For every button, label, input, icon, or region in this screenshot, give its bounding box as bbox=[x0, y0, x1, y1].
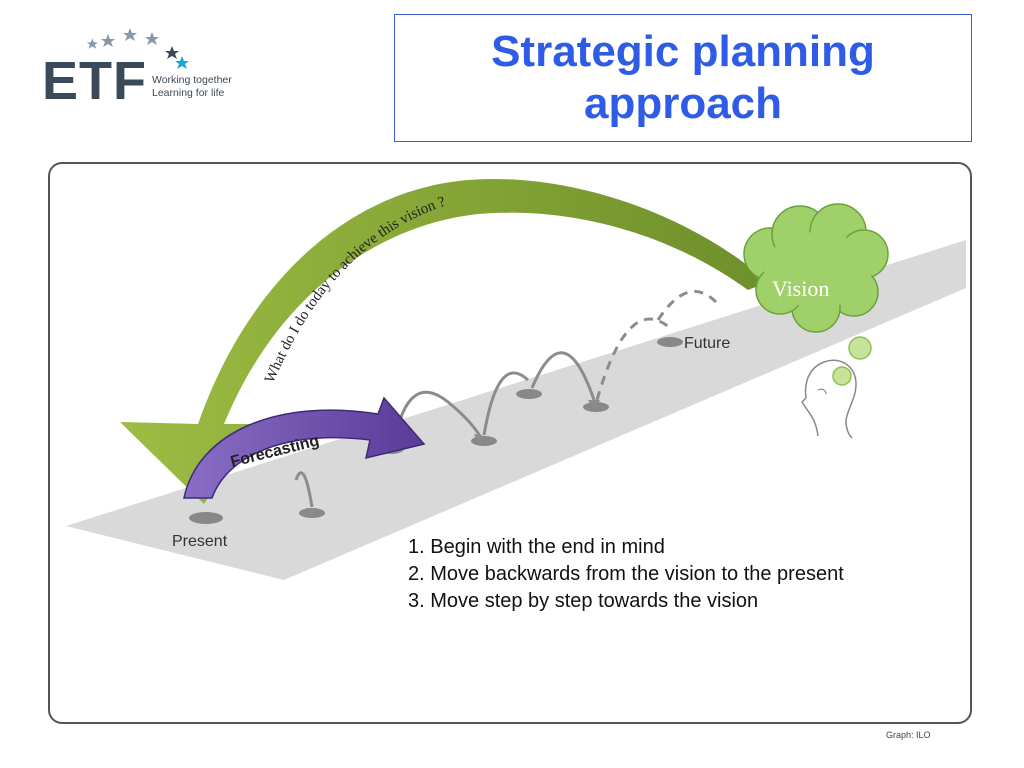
etf-logo: ETF Working together Learning for life bbox=[38, 14, 268, 111]
step-marker-present bbox=[189, 512, 223, 524]
stars-icon bbox=[86, 28, 189, 69]
step-marker bbox=[516, 389, 542, 399]
forecasting-arrow bbox=[183, 396, 426, 499]
timeline-road bbox=[66, 240, 966, 580]
list-item: 2. Move backwards from the vision to the… bbox=[408, 563, 844, 585]
list-item: 1. Begin with the end in mind bbox=[408, 536, 665, 558]
step-markers bbox=[189, 337, 683, 524]
step-marker-future bbox=[657, 337, 683, 347]
hop-arrowheads bbox=[306, 400, 600, 518]
backcasting-arrow bbox=[120, 178, 768, 505]
logo-wordmark: ETF bbox=[42, 51, 147, 111]
vision-label: Vision bbox=[772, 276, 829, 301]
logo-tagline-1: Working together bbox=[152, 74, 232, 86]
strategic-planning-diagram: What do I do today to achieve this visio… bbox=[66, 178, 966, 580]
title-line-2: approach bbox=[583, 79, 783, 128]
step-marker bbox=[471, 436, 497, 446]
logo-tagline-2: Learning for life bbox=[152, 87, 225, 99]
thought-bubble-icon bbox=[832, 366, 852, 386]
present-label: Present bbox=[172, 533, 228, 550]
logo-tagline: Working together Learning for life bbox=[152, 74, 232, 100]
title-line-1: Strategic planning bbox=[491, 27, 875, 76]
hop-arrows bbox=[294, 289, 718, 508]
future-label: Future bbox=[684, 335, 730, 352]
vision-cloud-icon bbox=[743, 203, 889, 333]
ear-icon bbox=[817, 388, 827, 395]
thinking-head-icon bbox=[801, 359, 857, 439]
list-item: 3. Move step by step towards the vision bbox=[408, 590, 759, 612]
steps-list: 1. Begin with the end in mind 2. Move ba… bbox=[408, 534, 844, 615]
step-marker bbox=[583, 402, 609, 412]
graph-credit: Graph: ILO bbox=[886, 730, 931, 740]
slide-title: Strategic planning approach bbox=[394, 14, 972, 142]
thought-bubble-icon bbox=[848, 336, 872, 360]
